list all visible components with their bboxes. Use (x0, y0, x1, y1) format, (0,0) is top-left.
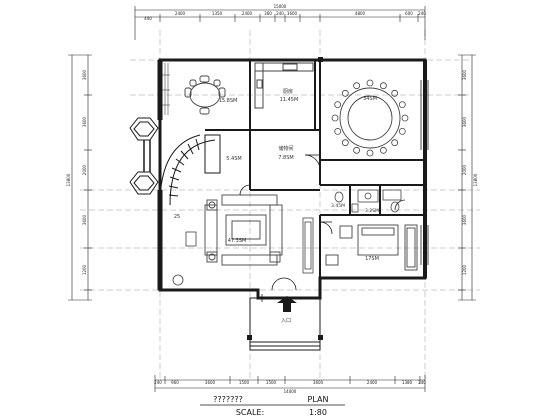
bottom-dim-5: 1500 (266, 380, 277, 385)
bottom-dimension-chain (154, 375, 426, 392)
scale-value: 1:80 (309, 408, 327, 417)
right-dim-4: 3600 (462, 214, 467, 225)
top-left-dimension: 400 (144, 16, 152, 21)
top-dim-6: 3600 (287, 11, 298, 16)
room-area-living-room: 47.3SM (228, 238, 247, 244)
bedroom-bed (325, 224, 418, 271)
banquet-chair (391, 139, 399, 147)
bottom-dim-6: 3600 (313, 380, 324, 385)
banquet-chair (398, 101, 406, 108)
banquet-chair (379, 146, 387, 154)
top-dimension-chain (134, 6, 426, 40)
banquet-chair (334, 101, 342, 108)
bay-window-walls (143, 140, 151, 172)
left-total-dimension: 13800 (66, 173, 71, 186)
plan-label: PLAN (308, 395, 329, 404)
bottom-dim-3: 3600 (205, 380, 216, 385)
living-side-chairs (172, 231, 197, 286)
room-area-bedroom: 17SM (365, 256, 379, 262)
room-area-store-room: 7.8SM (278, 155, 293, 161)
top-dim-2: 1350 (212, 11, 223, 16)
banquet-chair (334, 127, 342, 135)
banquet-table (339, 87, 401, 149)
small-round-table (184, 75, 226, 115)
banquet-chair (353, 82, 361, 90)
bottom-dim-1: 240 (154, 380, 162, 385)
bottom-dim-2: 960 (171, 380, 179, 385)
room-area-dining-nook: 15.8SM (219, 98, 238, 104)
bottom-total-dimension: 14000 (284, 389, 297, 394)
left-dim-2: 3600 (82, 116, 87, 127)
entrance-porch (249, 297, 321, 351)
left-dim-5: 1200 (82, 264, 87, 275)
banquet-chair (391, 89, 399, 97)
north-arrow-mark (258, 294, 266, 302)
left-dim-4: 3600 (82, 214, 87, 225)
bottom-dim-8: 1380 (402, 380, 413, 385)
living-sofa-set (204, 194, 283, 266)
doors (239, 154, 406, 291)
bottom-dim-9: 240 (418, 380, 426, 385)
storage-hatch (162, 63, 170, 115)
top-dim-3: 2400 (242, 11, 253, 16)
bathroom-fixtures (334, 189, 402, 213)
room-name-kitchen: 厨房 (283, 88, 293, 95)
bottom-dim-4: 1500 (239, 380, 250, 385)
banquet-chair (341, 89, 349, 97)
right-dim-3: 2000 (462, 164, 467, 175)
curved-staircase (159, 134, 221, 206)
stair-number: 25 (174, 214, 180, 220)
right-total-dimension: 13800 (473, 173, 478, 186)
left-dim-1: 3600 (82, 69, 87, 80)
right-dim-5: 1200 (462, 264, 467, 275)
top-dim-4: 360 (264, 11, 272, 16)
right-windows (420, 80, 429, 265)
banquet-chair (353, 146, 361, 154)
right-dim-2: 3600 (462, 116, 467, 127)
banquet-chair (379, 82, 387, 90)
room-area-bath-2: 3.45M (331, 203, 345, 209)
kitchen-counters (254, 62, 314, 109)
scale-label: SCALE: (236, 408, 264, 417)
bottom-dim-7: 2400 (367, 380, 378, 385)
banquet-chair (398, 127, 406, 135)
banquet-chair (401, 114, 409, 122)
drawing-title: ??????? (213, 395, 243, 404)
right-dim-1: 3600 (462, 69, 467, 80)
room-area-banquet-hall: 34SM (363, 96, 377, 102)
room-name-store-room: 储物间 (278, 145, 293, 152)
room-area-bath-1: 3.2SM (365, 208, 379, 214)
banquet-chairs (331, 79, 409, 157)
banquet-chair (366, 79, 374, 87)
bay-window-bottom (129, 171, 159, 195)
room-area-kitchen: 11.45M (280, 97, 299, 103)
left-dimension-chain (68, 54, 92, 301)
banquet-chair (366, 149, 374, 157)
right-dimension-chain (458, 54, 476, 301)
exterior-walls (157, 58, 427, 300)
top-total-dimension: 15000 (274, 4, 287, 9)
bay-window-top (129, 117, 159, 141)
banquet-chair (331, 114, 339, 122)
entrance-arrow-icon (277, 296, 297, 312)
left-dim-3: 2000 (82, 164, 87, 175)
room-area-stair-hall: 5.4SM (226, 156, 241, 162)
top-dim-8: 600 (405, 11, 413, 16)
entrance-label: 入口 (281, 318, 291, 324)
interior-walls (205, 60, 425, 278)
top-dim-1: 2400 (175, 11, 186, 16)
column-marks (247, 57, 323, 340)
tv-cabinet (302, 217, 314, 274)
banquet-chair (341, 139, 349, 147)
top-dim-9: 240 (418, 11, 426, 16)
top-dim-5: 240 (276, 11, 284, 16)
top-dim-7: 4800 (355, 11, 366, 16)
